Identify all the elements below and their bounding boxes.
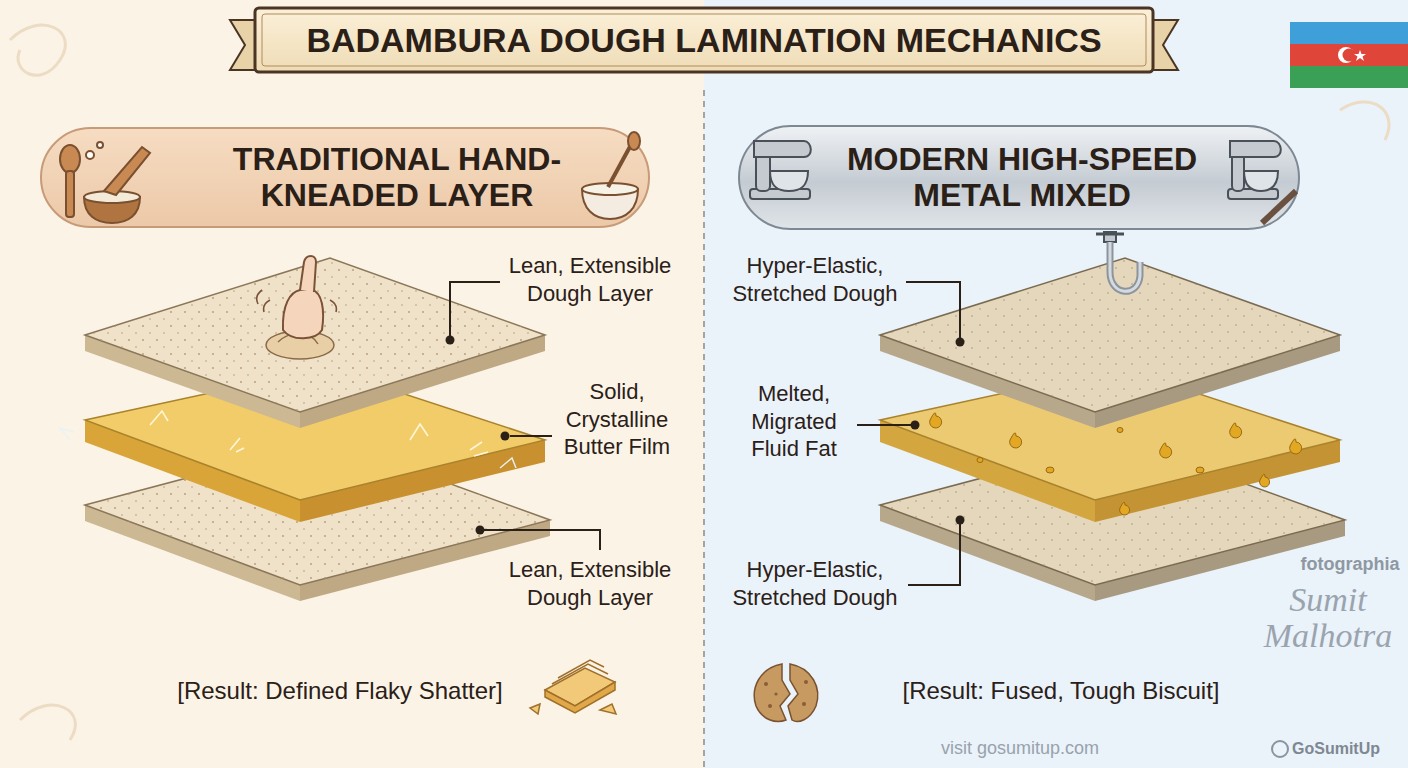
callout-label: Hyper-Elastic, Stretched Dough	[726, 556, 904, 611]
callout-label: Lean, Extensible Dough Layer	[505, 556, 675, 611]
title-span: BADAMBURA DOUGH LAMINATION MECHANICS	[306, 21, 1101, 60]
watermark: Sumit Malhotra	[1252, 582, 1404, 653]
watermark: fotographia	[1296, 553, 1404, 576]
callout-label: Lean, Extensible Dough Layer	[505, 252, 675, 307]
callout-label: Melted, Migrated Fluid Fat	[735, 380, 853, 463]
header-text: MODERN HIGH-SPEED METAL MIXED	[822, 142, 1222, 212]
header-band: TRADITIONAL HAND-KNEADED LAYER	[40, 127, 650, 228]
result-text: [Result: Fused, Tough Biscuit]	[876, 676, 1246, 706]
title-text: BADAMBURA DOUGH LAMINATION MECHANICS	[262, 14, 1146, 66]
watermark: visit gosumitup.com	[900, 737, 1140, 760]
header-band: MODERN HIGH-SPEED METAL MIXED	[738, 125, 1300, 230]
callout-label: Hyper-Elastic, Stretched Dough	[726, 252, 904, 307]
callout-label: Solid, Crystalline Butter Film	[556, 378, 678, 461]
watermark: GoSumitUp	[1292, 739, 1402, 759]
header-text: TRADITIONAL HAND-KNEADED LAYER	[177, 142, 617, 212]
result-text: [Result: Defined Flaky Shatter]	[150, 676, 530, 706]
